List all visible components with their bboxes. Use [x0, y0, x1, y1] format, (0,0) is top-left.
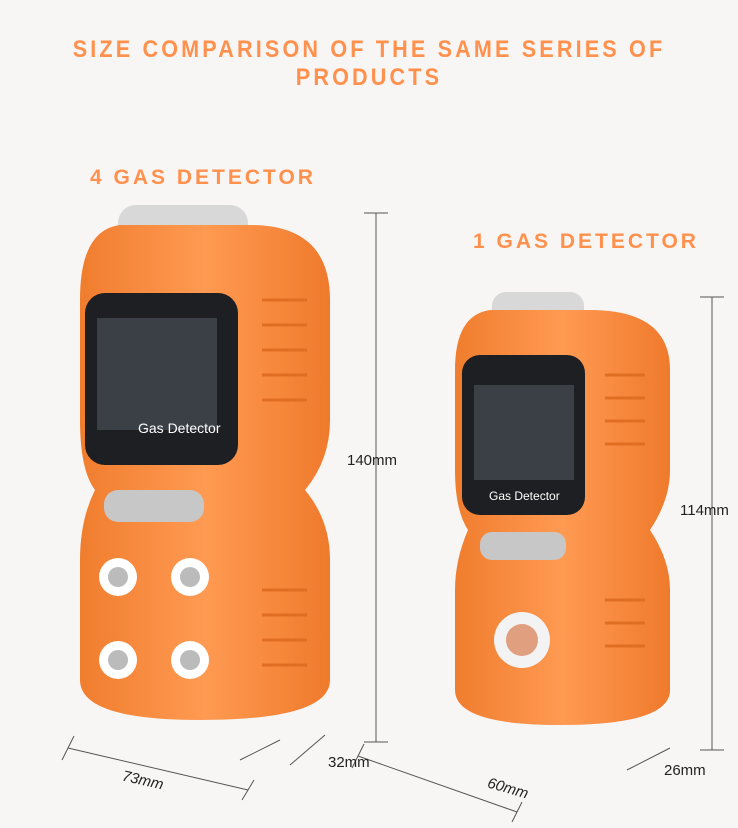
height-4gas: 140mm — [347, 452, 398, 469]
one-gas-detector-device — [455, 292, 670, 725]
product-title-1gas: 1 GAS DETECTOR — [473, 230, 699, 253]
screen-label-1gas: Gas Detector — [489, 489, 560, 503]
page-title: SIZE COMPARISON OF THE SAME SERIES OF PR… — [72, 36, 666, 91]
product-title-4gas: 4 GAS DETECTOR — [90, 166, 316, 189]
height-1gas: 114mm — [680, 502, 729, 519]
depth-4gas: 32mm — [328, 754, 370, 771]
screen-label-4gas: Gas Detector — [138, 420, 221, 436]
depth-1gas: 26mm — [664, 762, 706, 779]
dimension-lines — [61, 212, 724, 823]
four-gas-detector-device — [80, 205, 330, 720]
